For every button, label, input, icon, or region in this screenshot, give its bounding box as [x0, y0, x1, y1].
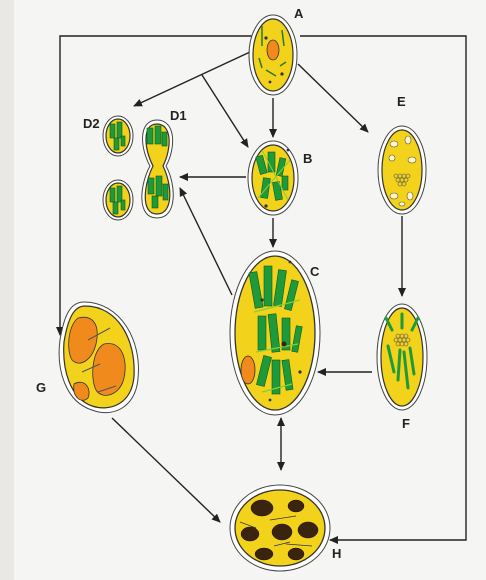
plastid-c-mature-chloroplast	[230, 251, 320, 415]
label-d1: D1	[170, 108, 187, 123]
label-f: F	[402, 416, 410, 431]
plastid-h	[230, 485, 330, 571]
plastid-e-etioplast	[378, 126, 426, 214]
label-e: E	[397, 94, 406, 109]
page-edge	[0, 0, 14, 580]
label-b: B	[303, 151, 312, 166]
plastid-b-young-chloroplast	[248, 141, 298, 215]
plastid-f-greening-etioplast	[377, 304, 427, 410]
label-a: A	[294, 6, 304, 21]
plastid-a-proplastid	[249, 15, 297, 95]
label-d2: D2	[83, 116, 100, 131]
label-g: G	[36, 380, 46, 395]
label-c: C	[310, 264, 320, 279]
label-h: H	[332, 546, 341, 561]
